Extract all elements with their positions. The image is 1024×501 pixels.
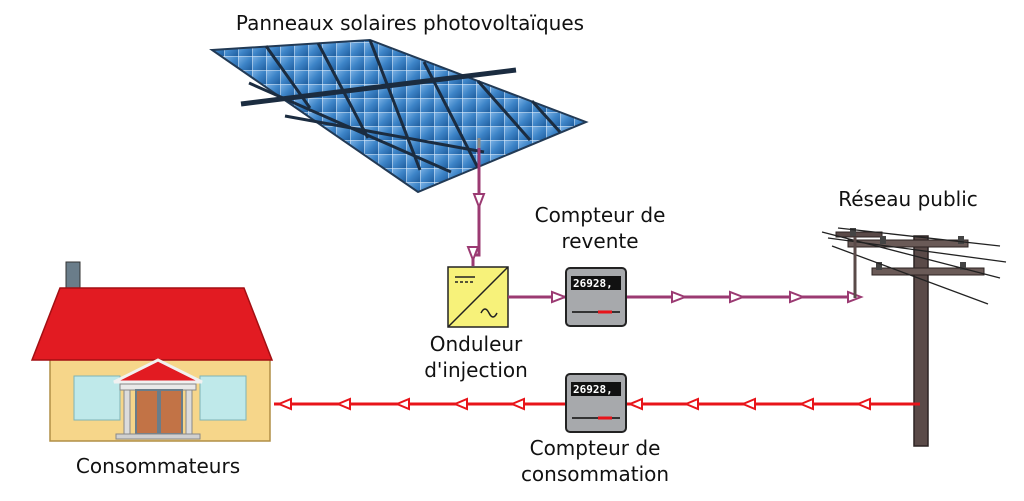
inverter-label-line1: Onduleur (429, 332, 523, 356)
solar-panel-icon (209, 38, 589, 194)
resale-meter-label-line1: Compteur de (534, 203, 666, 227)
consumption-meter-label: Compteur de consommation (480, 435, 710, 487)
resale-meter-label-line2: revente (561, 229, 639, 253)
public-grid-label: Réseau public (838, 187, 978, 211)
inverter-label: Onduleur d'injection (396, 331, 556, 383)
inverter-icon (447, 266, 509, 328)
solar-panels-label: Panneaux solaires photovoltaïques (235, 11, 585, 35)
production-line-panel-to-inverter (466, 148, 486, 266)
consumption-meter-icon: 26928, (565, 373, 627, 433)
consumers-label: Consommateurs (75, 454, 241, 478)
consumption-line-grid-to-house (274, 397, 920, 411)
resale-meter-reading: 26928, (573, 277, 613, 290)
resale-meter-label: Compteur de revente (500, 202, 700, 254)
inverter-label-line2: d'injection (424, 358, 528, 382)
consumption-meter-reading: 26928, (573, 383, 613, 396)
house-icon (30, 261, 274, 442)
consumption-meter-label-line2: consommation (520, 462, 670, 486)
resale-meter-icon: 26928, (565, 267, 627, 327)
utility-pole-icon (821, 227, 1007, 447)
consumption-meter-label-line1: Compteur de (529, 436, 661, 460)
